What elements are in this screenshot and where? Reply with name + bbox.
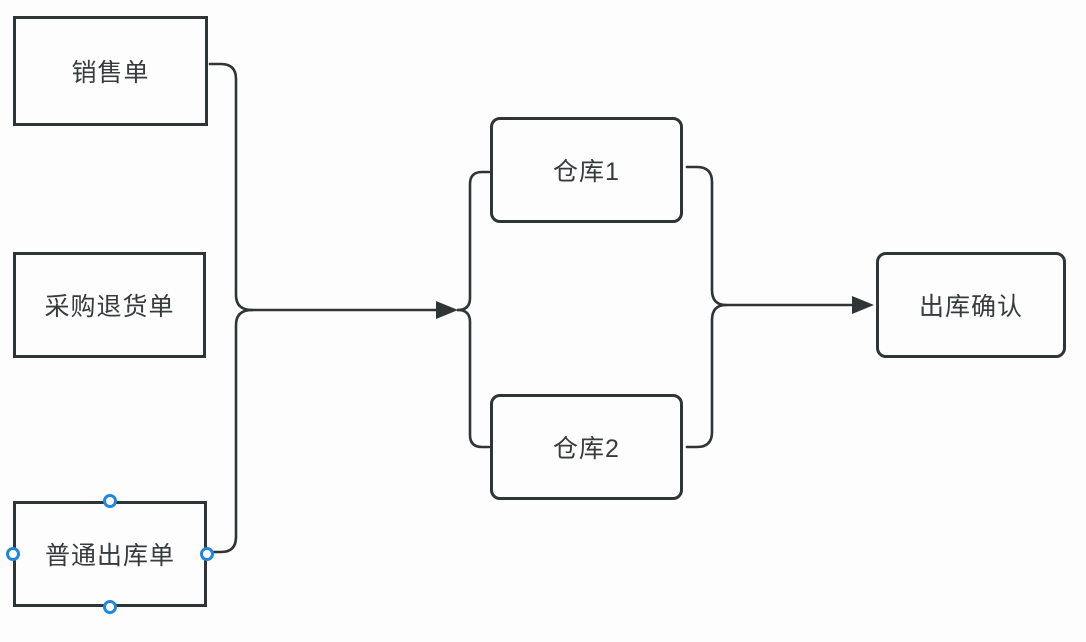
connection-point-top[interactable] xyxy=(103,494,117,508)
node-label: 采购退货单 xyxy=(44,293,175,321)
connector-outbound-to-merge[interactable] xyxy=(208,308,254,554)
connection-point-left[interactable] xyxy=(6,547,20,561)
node-normal-outbound-order[interactable]: 普通出库单 xyxy=(13,501,207,607)
connector-split-to-warehouse-1[interactable] xyxy=(456,170,491,312)
connection-point-right[interactable] xyxy=(200,547,214,561)
node-label: 普通出库单 xyxy=(44,542,175,570)
node-label: 出库确认 xyxy=(918,293,1023,321)
connector-warehouse-2-to-merge[interactable] xyxy=(685,303,728,449)
connector-warehouse-1-to-merge[interactable] xyxy=(685,165,728,307)
node-warehouse-1[interactable]: 仓库1 xyxy=(490,117,683,223)
node-label: 仓库2 xyxy=(553,435,620,463)
node-warehouse-2[interactable]: 仓库2 xyxy=(490,394,683,500)
arrowhead-to-confirmation-icon xyxy=(852,296,874,314)
node-sales-order[interactable]: 销售单 xyxy=(13,16,208,126)
node-purchase-return-order[interactable]: 采购退货单 xyxy=(13,252,206,358)
node-label: 仓库1 xyxy=(553,158,620,186)
connector-sales-to-merge[interactable] xyxy=(208,62,254,312)
connection-point-bottom[interactable] xyxy=(103,600,117,614)
connector-split-to-warehouse-2[interactable] xyxy=(456,308,491,449)
node-outbound-confirmation[interactable]: 出库确认 xyxy=(876,252,1066,358)
node-label: 销售单 xyxy=(71,59,150,87)
arrowhead-to-warehouses-icon xyxy=(436,301,458,319)
